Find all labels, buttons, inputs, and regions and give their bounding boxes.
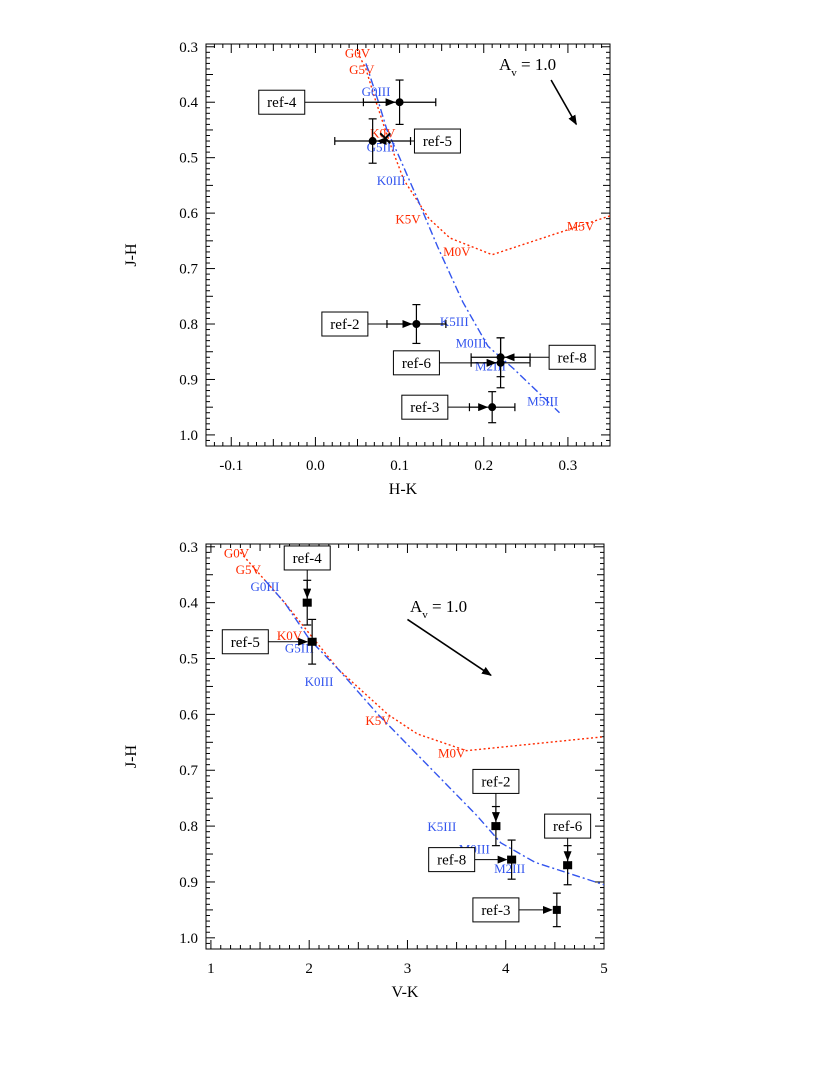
hk-giant-label-m0iii: M0III [456, 335, 487, 350]
hk-y-tick-label: 1.0 [179, 428, 198, 444]
vk-ref-4-point [303, 598, 312, 607]
hk-y-tick-label: 0.6 [179, 206, 198, 222]
hk-ref-4-label: ref-4 [267, 95, 297, 111]
hk-giant-label-k0iii: K0III [377, 173, 406, 188]
hk-y-tick-label: 0.8 [179, 317, 198, 333]
hk-dwarf-label-g5v: G5V [349, 62, 375, 77]
vk-ref-4-label: ref-4 [293, 551, 323, 567]
hk-dwarf-label-m5v: M5V [567, 218, 595, 233]
hk-reddening-label: Av = 1.0 [499, 55, 556, 79]
hk-dwarf-label-k5v: K5V [395, 212, 421, 227]
vk-x-tick-label: 3 [404, 961, 412, 977]
hk-x-mark-point [379, 132, 391, 144]
vk-y-tick-label: 1.0 [179, 931, 198, 947]
vk-ref-3-label: ref-3 [481, 903, 510, 919]
vk-dwarf-label-k5v: K5V [365, 713, 391, 728]
vk-x-axis-title: V-K [392, 984, 419, 1001]
vk-dwarf-label-k0v: K0V [277, 628, 303, 643]
vk-ref-8-label: ref-8 [437, 853, 466, 869]
vk-plot-frame [205, 543, 605, 950]
hk-ref-5-point [368, 137, 377, 146]
hk-ref-5-label-box [413, 128, 461, 154]
vk-y-tick-label: 0.7 [179, 763, 198, 779]
vk-y-tick-label: 0.8 [179, 819, 198, 835]
hk-giant-label-g0iii: G0III [362, 84, 391, 99]
hk-y-tick-label: 0.9 [179, 372, 198, 388]
vk-dwarf-label-g0v: G0V [224, 545, 250, 560]
hk-jh-panel: -0.1 0.0 0.1 0.2 0.3 0.3 0.4 0.5 0.6 0.7 0.8 0.9 1.0… [123, 40, 611, 498]
vk-y-tick-label: 0.4 [179, 596, 198, 612]
hk-ref-2-label: ref-2 [330, 317, 359, 333]
vk-dwarf-label-g5v: G5V [236, 562, 262, 577]
hk-ref-2-label-box [321, 311, 369, 337]
vk-dwarf-label-m0v: M0V [438, 745, 466, 760]
hk-ref-3-label-box [401, 394, 449, 420]
vk-ref-5-label: ref-5 [231, 635, 260, 651]
vk-x-tick-label: 5 [600, 961, 608, 977]
hk-ref-8-label-box [548, 344, 596, 370]
vk-x-tick-label: 2 [305, 961, 313, 977]
vk-ref-2-point [491, 822, 500, 831]
hk-x-axis-title: H-K [389, 481, 418, 498]
hk-ref-3-label: ref-3 [410, 400, 439, 416]
vk-y-tick-label: 0.3 [179, 540, 198, 556]
vk-ref-6-label: ref-6 [553, 819, 583, 835]
hk-dwarf-label-m0v: M0V [443, 244, 471, 259]
hk-dwarf-label-k0v: K0V [370, 126, 396, 141]
hk-ref-3-point [488, 403, 497, 412]
vk-ref-4-label-box [283, 545, 331, 571]
hk-ref-6-label: ref-6 [402, 356, 432, 372]
vk-x-tick-label: 4 [502, 961, 510, 977]
hk-dwarf-sequence-line [356, 52, 611, 256]
hk-ref-8-point [496, 353, 505, 362]
vk-y-tick-label: 0.5 [179, 652, 198, 668]
vk-giant-label-m2iii: M2III [494, 861, 525, 876]
vk-jh-panel: 1 2 3 4 5 0.3 0.4 0.5 0.6 0.7 0.8 0.9 1.0V-K J-H G0V G5… [123, 540, 608, 1001]
vk-ref-2-label: ref-2 [481, 774, 510, 790]
hk-giant-label-m5iii: M5III [527, 394, 558, 409]
hk-ref-6-label-box [392, 350, 440, 376]
vk-giant-sequence-line [264, 579, 605, 886]
vk-ref-5-point [308, 637, 317, 646]
hk-y-tick-label: 0.4 [179, 95, 198, 111]
hk-x-tick-label: 0.0 [306, 458, 325, 474]
vk-ref-2-label-box [472, 768, 520, 794]
hk-ref-8-label: ref-8 [558, 350, 587, 366]
vk-y-tick-label: 0.6 [179, 707, 198, 723]
hk-giant-label-k5iii: K5III [440, 314, 469, 329]
vk-ref-5-label-box [221, 629, 269, 655]
vk-ref-6-point [563, 861, 572, 870]
vk-giant-label-k5iii: K5III [427, 819, 456, 834]
vk-y-tick-label: 0.9 [179, 875, 198, 891]
hk-y-tick-label: 0.3 [179, 40, 198, 56]
hk-dwarf-label-g0v: G0V [345, 45, 371, 60]
hk-reddening-arrow [550, 79, 578, 126]
vk-ref-8-label-box [428, 847, 476, 873]
vk-giant-label-k0iii: K0III [305, 674, 334, 689]
hk-ref-4-label-box [258, 89, 306, 115]
vk-x-tick-label: 1 [207, 961, 215, 977]
hk-ref-5-label: ref-5 [423, 134, 452, 150]
hk-y-tick-label: 0.7 [179, 262, 198, 278]
vk-giant-label-g0iii: G0III [251, 579, 280, 594]
hk-y-tick-label: 0.5 [179, 151, 198, 167]
vk-reddening-label: Av = 1.0 [410, 597, 467, 621]
hk-x-tick-label: -0.1 [219, 458, 243, 474]
vk-ref-6-label-box [544, 813, 592, 839]
hk-x-tick-label: 0.3 [559, 458, 578, 474]
hk-y-axis-title: J-H [123, 243, 140, 267]
hk-x-tick-label: 0.1 [390, 458, 409, 474]
vk-ref-3-label-box [472, 897, 520, 923]
vk-reddening-arrow [407, 618, 492, 676]
hk-ref-4-point [395, 98, 404, 107]
hk-ref-2-point [412, 320, 421, 329]
vk-y-axis-title: J-H [123, 745, 140, 769]
vk-ref-3-point [552, 905, 561, 914]
hk-x-tick-label: 0.2 [474, 458, 493, 474]
vk-ref-8-point [507, 855, 516, 864]
